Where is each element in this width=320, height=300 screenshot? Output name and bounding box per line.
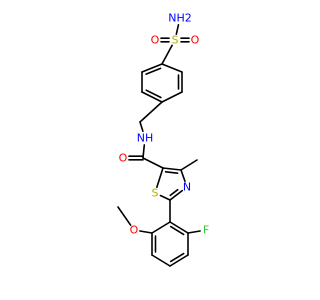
atom-s-sulfonyl: S [172, 34, 179, 47]
bond-t5-t4-inner [164, 171, 179, 174]
bond-a4-ch2 [139, 101, 163, 123]
bond-c5co-t5 [142, 157, 164, 169]
atom-f: F [203, 224, 209, 237]
bond-t4-me [180, 159, 198, 171]
bond-a1-a2 [161, 63, 183, 73]
bond-t2-st [159, 194, 171, 201]
bond-nt-t2-inner [169, 188, 179, 197]
bond-b3-b4 [169, 254, 189, 267]
bond-s1-a1 [161, 44, 173, 65]
bond-t4-nt [180, 169, 186, 183]
bonds [117, 24, 201, 267]
bond-nt-t2 [169, 189, 184, 201]
bond-b1-b2-inner [169, 225, 185, 236]
bond-b6-b1 [151, 221, 171, 234]
bond-ch2-nh [139, 121, 144, 133]
atom-n-thiazole: N [183, 181, 191, 194]
atom-nh-amide: NH [137, 132, 154, 145]
bond-a3-a4 [161, 91, 183, 103]
bond-b4-b5 [151, 254, 171, 267]
atom-o-methoxy: O [130, 224, 139, 237]
bond-nh2-s1 [175, 24, 180, 35]
atom-nh2: NH2 [168, 12, 192, 25]
atom-o-sulfonyl-left: O [151, 34, 160, 47]
bond-t5-t4 [162, 167, 182, 171]
atom-s-thiazole: S [152, 187, 159, 200]
bond-st-t5 [156, 167, 164, 189]
bond-a6-a1-inner [145, 67, 162, 75]
bond-b3-b4-inner [169, 252, 185, 263]
atom-o-carbonyl: O [119, 152, 128, 165]
bond-b6-om [139, 230, 153, 234]
bond-a4-a5 [141, 91, 163, 103]
atom-o-sulfonyl-right: O [191, 34, 200, 47]
bond-a4-a5-inner [145, 89, 162, 99]
bond-b2-f [187, 230, 201, 234]
bond-a6-a1 [141, 63, 163, 73]
bond-b1-b2 [169, 221, 189, 234]
bond-om-ch3 [117, 206, 132, 226]
